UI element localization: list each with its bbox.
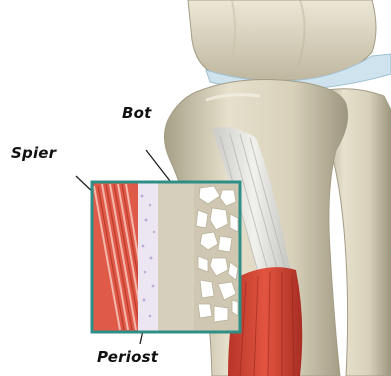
tissue-inset	[92, 182, 240, 332]
label-spier: Spier	[11, 144, 56, 162]
label-bot: Bot	[122, 104, 152, 122]
label-periost: Periost	[97, 348, 158, 366]
bot-leader-line	[146, 150, 170, 181]
